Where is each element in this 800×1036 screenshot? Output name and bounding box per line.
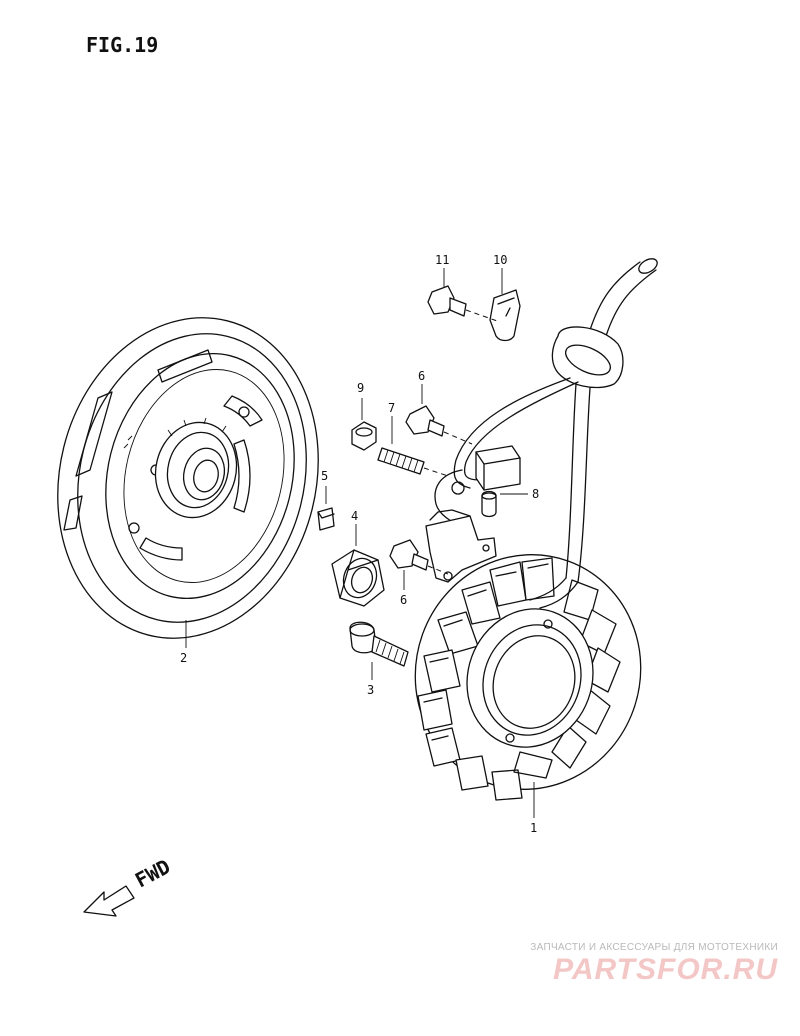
callout-7: 7 [388, 401, 395, 415]
woodruff-key-5 [317, 507, 335, 531]
bolt-11 [427, 285, 501, 323]
watermark-logo: PARTSFOR.RU [553, 953, 778, 986]
watermark-tagline: ЗАПЧАСТИ И АКСЕССУАРЫ ДЛЯ МОТОТЕХНИКИ [530, 942, 778, 953]
callout-9: 9 [357, 381, 364, 395]
callout-10: 10 [493, 253, 507, 267]
forward-direction-indicator: FWD [83, 854, 174, 917]
bolt-6-lower [389, 539, 449, 575]
rotor-bolt-3 [349, 621, 409, 667]
site-watermark: ЗАПЧАСТИ И АКСЕССУАРЫ ДЛЯ МОТОТЕХНИКИ PA… [478, 942, 778, 987]
wiring-harness [434, 258, 658, 609]
forward-label: FWD [131, 854, 174, 892]
stud-bolt-7 [377, 447, 449, 477]
nut-9 [351, 421, 377, 451]
flywheel-rotor [57, 317, 319, 639]
callout-4: 4 [351, 509, 358, 523]
callout-6-lower: 6 [400, 593, 407, 607]
bolt-6-upper [405, 405, 473, 445]
wire-clamp [489, 289, 521, 342]
figure-title: FIG.19 [86, 33, 158, 57]
pickup-coil [451, 445, 521, 518]
rotor-nut-4 [331, 549, 385, 607]
wire-bracket [425, 509, 497, 583]
callout-2: 2 [180, 651, 187, 665]
callout-3: 3 [367, 683, 374, 697]
arrow-left-icon [83, 885, 135, 917]
callout-11: 11 [435, 253, 449, 267]
callout-1: 1 [530, 821, 537, 835]
stator-coil [414, 554, 642, 801]
callout-8: 8 [532, 487, 539, 501]
callout-5: 5 [321, 469, 328, 483]
callout-6-upper: 6 [418, 369, 425, 383]
